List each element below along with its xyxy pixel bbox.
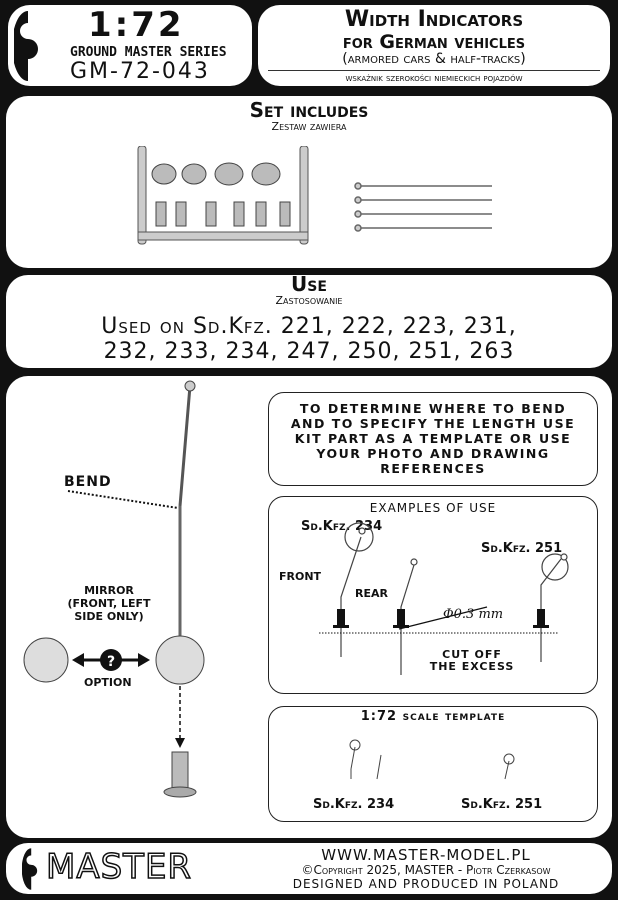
- mirror-label: MIRROR (FRONT, LEFT SIDE ONLY): [54, 584, 164, 623]
- master-swirl-logo-icon: [22, 848, 38, 890]
- wire-rods-image: [354, 182, 492, 232]
- product-code: GM-72-043: [70, 59, 210, 84]
- series-label: GROUND MASTER SERIES: [70, 45, 227, 60]
- bend-note: TO DETERMINE WHERE TO BEND AND TO SPECIF…: [290, 401, 576, 476]
- example-251-label: Sd.Kfz. 251: [481, 541, 563, 556]
- set-includes-subtitle: Zestaw zawiera: [271, 120, 347, 133]
- use-subtitle: Zastosowanie: [275, 294, 343, 307]
- scale-label: 1:72: [88, 5, 185, 45]
- use-vehicles-line1: Used on Sd.Kfz. 221, 222, 223, 231,: [101, 314, 517, 339]
- master-swirl-logo-icon: [14, 11, 38, 81]
- template-title: 1:72 scale template: [360, 709, 506, 724]
- template-251-label: Sd.Kfz. 251: [461, 797, 543, 812]
- use-title: Use: [291, 272, 327, 296]
- set-includes-panel: Set includes Zestaw zawiera: [6, 96, 612, 268]
- option-label: OPTION: [84, 676, 132, 689]
- examples-title: EXAMPLES OF USE: [369, 501, 497, 515]
- cut-off-line1: CUT OFF: [442, 648, 502, 661]
- footer-brand: MASTER: [45, 846, 193, 888]
- examples-box: EXAMPLES OF USE Sd.Kfz. 234 Sd.Kfz. 251 …: [268, 496, 598, 694]
- footer-panel: MASTER WWW.MASTER-MODEL.PL ©Copyright 20…: [6, 843, 612, 894]
- divider: [268, 70, 600, 71]
- cut-off-line2: THE EXCESS: [429, 660, 515, 673]
- front-label: FRONT: [279, 570, 322, 583]
- cut-off-label: CUT OFF THE EXCESS: [417, 649, 527, 673]
- template-234-label: Sd.Kfz. 234: [313, 797, 395, 812]
- footer-url: WWW.MASTER-MODEL.PL: [321, 846, 531, 864]
- use-vehicles-line2: 232, 233, 234, 247, 250, 251, 263: [103, 339, 515, 364]
- bend-label: BEND: [64, 474, 112, 490]
- mirror-title: MIRROR: [84, 584, 134, 597]
- examples-diagram: [319, 522, 569, 675]
- header-logo-panel: 1:72 GROUND MASTER SERIES GM-72-043: [8, 5, 252, 86]
- photo-etched-fret-image: [137, 146, 309, 245]
- note-box: TO DETERMINE WHERE TO BEND AND TO SPECIF…: [268, 392, 598, 486]
- rear-label: REAR: [355, 587, 388, 600]
- product-title: Width Indicators: [344, 7, 524, 32]
- mirror-note-1: (FRONT, LEFT: [67, 597, 151, 610]
- question-icon: ?: [107, 654, 115, 670]
- footer-copyright: ©Copyright 2025, MASTER - Piotr Czerkaso…: [301, 863, 551, 877]
- instructions-panel: ? BEND MIRROR (FRONT, LEFT SIDE ONLY) OP…: [6, 376, 612, 838]
- diameter-label: Φ0.3 mm: [443, 607, 504, 622]
- template-box: 1:72 scale template Sd.Kfz. 234 Sd.Kfz. …: [268, 706, 598, 822]
- footer-made-in: DESIGNED AND PRODUCED IN POLAND: [292, 877, 560, 891]
- set-includes-title: Set includes: [249, 98, 369, 122]
- header-title-panel: Width Indicators for German vehicles (ar…: [258, 5, 610, 86]
- polish-title: wskaźnik szerokości niemieckich pojazdów: [345, 73, 523, 84]
- bend-diagram: ?: [23, 380, 205, 798]
- scale-template-diagram: [349, 739, 515, 780]
- mirror-note-2: SIDE ONLY): [74, 610, 144, 623]
- product-subtitle-2: (armored cars & half-tracks): [342, 51, 526, 67]
- product-subtitle: for German vehicles: [342, 31, 526, 53]
- use-panel: Use Zastosowanie Used on Sd.Kfz. 221, 22…: [6, 272, 612, 368]
